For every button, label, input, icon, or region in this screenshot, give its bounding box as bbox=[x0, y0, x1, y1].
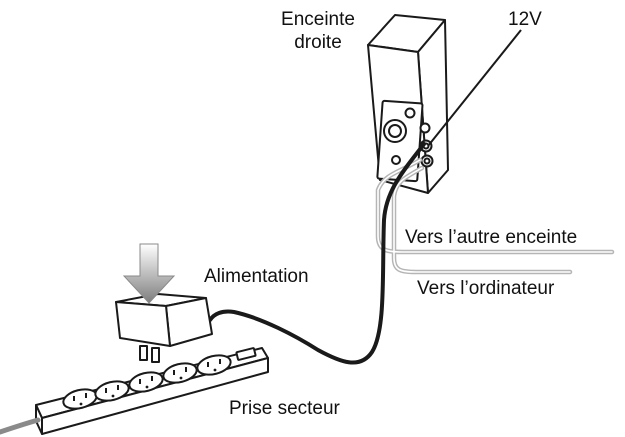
power-supply-label: Alimentation bbox=[204, 266, 309, 287]
voltage-label: 12V bbox=[508, 9, 542, 30]
right-speaker-label: Enceinte droite bbox=[265, 8, 371, 54]
voltage-leader-line bbox=[427, 29, 522, 147]
right-speaker-label-line1: Enceinte bbox=[281, 9, 355, 30]
to-computer-label: Vers l’ordinateur bbox=[417, 278, 555, 299]
power-strip-label: Prise secteur bbox=[229, 398, 340, 419]
to-other-speaker-label: Vers l’autre enceinte bbox=[405, 227, 578, 248]
power-adapter bbox=[115, 293, 213, 363]
power-cable bbox=[208, 142, 426, 365]
power-strip bbox=[35, 347, 269, 435]
right-speaker-label-line2: droite bbox=[294, 32, 342, 53]
power-strip-cord bbox=[0, 417, 41, 435]
down-arrow bbox=[122, 243, 176, 304]
